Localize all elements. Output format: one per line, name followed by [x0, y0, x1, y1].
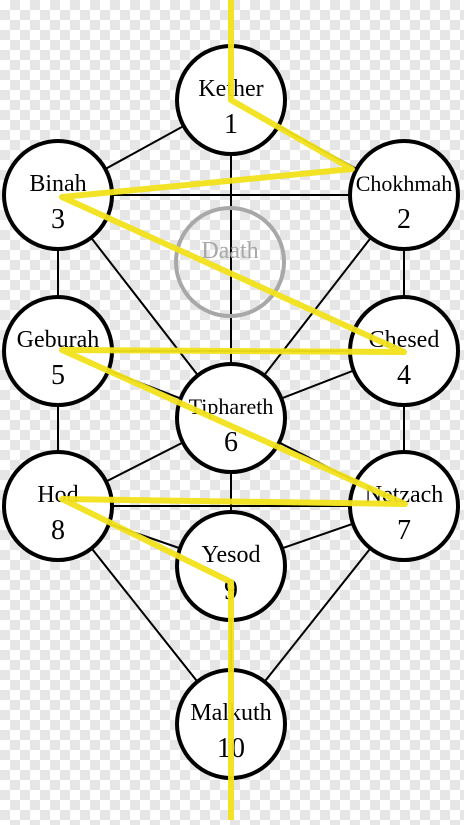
- sephirah-number-kether: 1: [224, 109, 238, 140]
- sephirah-circle-hod: [2, 450, 114, 562]
- daath-layer: Daath: [174, 206, 286, 318]
- sephirah-number-chokhmah: 2: [397, 204, 411, 235]
- sephirah-name-yesod: Yesod: [202, 542, 261, 568]
- sephirah-number-chesed: 4: [397, 360, 411, 391]
- sephirah-number-tiphareth: 6: [224, 427, 238, 458]
- sephirah-number-geburah: 5: [51, 360, 65, 391]
- sephirah-number-binah: 3: [51, 204, 65, 235]
- lightning-flash-line: [59, 0, 408, 820]
- sephirah-number-netzach: 7: [397, 515, 411, 546]
- daath-label: Daath: [201, 238, 258, 264]
- sephirah-number-hod: 8: [51, 515, 65, 546]
- sephirah-circle-tiphareth: [175, 362, 287, 474]
- sephirah-chokhmah: Chokhmah 2: [348, 139, 460, 251]
- sephirah-name-chokhmah: Chokhmah: [356, 171, 453, 196]
- sephirah-circle-chokhmah: [348, 139, 460, 251]
- daath-circle: [174, 206, 286, 318]
- lightning-flash-layer: [59, 0, 408, 820]
